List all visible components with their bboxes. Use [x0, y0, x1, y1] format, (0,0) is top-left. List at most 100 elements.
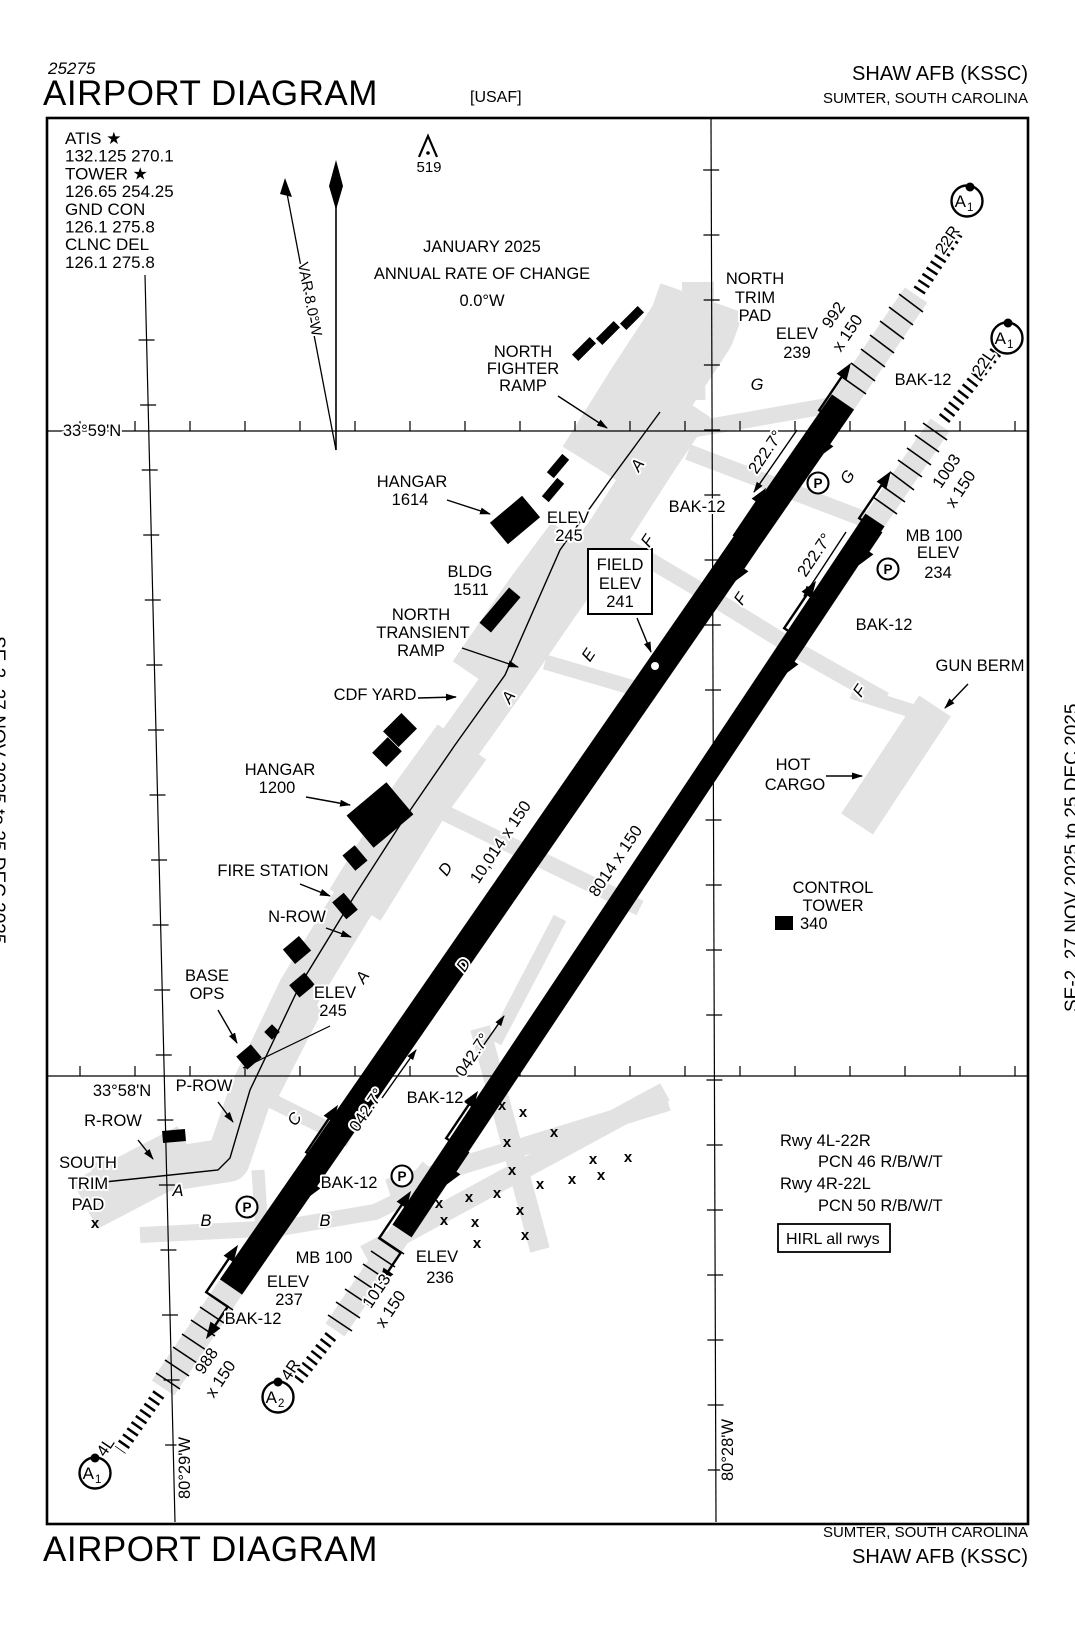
footer-title: AIRPORT DIAGRAM — [43, 1530, 378, 1569]
closed-pavement-x: x — [624, 1149, 633, 1166]
obstruction-icon — [417, 133, 439, 158]
map-label: 33°58'N — [93, 1082, 151, 1100]
building — [372, 737, 402, 767]
buildings-layer — [162, 305, 793, 1143]
airport-city: SUMTER, SOUTH CAROLINA — [822, 90, 1028, 107]
building — [619, 305, 645, 331]
parking-circle-icon — [876, 557, 900, 581]
leader-arrow — [325, 927, 352, 938]
labels-layer: NORTHFIGHTERRAMPHANGAR1614ELEV245BLDG151… — [57, 127, 1026, 1501]
map-label: BAK-12 — [321, 1174, 378, 1192]
leader-arrow — [305, 796, 351, 807]
map-label: 340 — [800, 915, 828, 933]
building — [479, 587, 521, 633]
map-label: N-ROW — [268, 908, 326, 926]
map-label: ELEV — [599, 575, 641, 593]
footer-airport-name: SHAW AFB (KSSC) — [852, 1546, 1028, 1568]
hirl-note-box — [777, 1223, 891, 1253]
chart-number: 25275 — [48, 59, 96, 78]
map-label: NORTH — [494, 343, 552, 361]
leader-arrow — [446, 499, 491, 515]
map-label: ELEV — [416, 1248, 458, 1266]
map-label: HOT — [776, 756, 811, 774]
parking-circle-icon — [235, 1195, 259, 1219]
map-label: PCN 50 R/B/W/T — [818, 1197, 943, 1215]
leader-arrow — [944, 683, 969, 709]
footer-city: SUMTER, SOUTH CAROLINA — [822, 1524, 1028, 1541]
map-label: 1200 — [259, 779, 296, 797]
map-label: HIRL all rwys — [786, 1231, 880, 1248]
closed-pavement-x: x — [493, 1185, 502, 1202]
building — [236, 1044, 262, 1070]
building — [264, 1024, 280, 1040]
building — [546, 453, 570, 479]
field-elevation-point — [651, 662, 659, 670]
parking-circle-label: P — [883, 562, 892, 577]
map-label: 245 — [555, 527, 583, 545]
map-label: P-ROW — [176, 1077, 233, 1095]
map-label: 239 — [783, 344, 811, 362]
map-label: TRIM — [68, 1175, 108, 1193]
closed-pavement-x: x — [435, 1195, 444, 1212]
closed-pavement-x: x — [91, 1215, 100, 1232]
map-label: NORTH — [392, 606, 450, 624]
map-label: 80°29'W — [176, 1437, 194, 1499]
leader-arrow — [636, 617, 652, 653]
runway-4r-22l — [392, 513, 885, 1238]
building — [289, 972, 315, 998]
building — [541, 477, 565, 503]
building — [571, 336, 597, 362]
leader-arrow — [381, 1049, 417, 1099]
map-label: TRANSIENT — [376, 624, 470, 642]
threshold-ladder-marks — [114, 229, 1002, 1454]
leader-arrow — [217, 1101, 234, 1123]
runways — [219, 394, 885, 1295]
approach-fix-dot — [90, 1453, 100, 1463]
map-label: OPS — [190, 985, 225, 1003]
building — [332, 892, 358, 920]
map-label: 241 — [606, 593, 634, 611]
map-label: 0.0°W — [459, 292, 505, 310]
map-label: BLDG — [448, 563, 493, 581]
map-label: TOWER — [802, 897, 863, 915]
map-label: B — [200, 1212, 211, 1230]
map-label: TOWER ★ — [65, 164, 148, 183]
map-label: JANUARY 2025 — [423, 238, 541, 256]
closed-pavement-x: x — [589, 1151, 598, 1168]
map-label: RAMP — [499, 377, 547, 395]
building — [595, 320, 621, 346]
closed-pavement-x: x — [473, 1235, 482, 1252]
map-label: ATIS ★ — [65, 129, 122, 148]
building — [383, 713, 417, 747]
map-label: FIGHTER — [487, 360, 559, 378]
map-label: HANGAR — [245, 761, 316, 779]
closed-pavement-x: x — [508, 1162, 517, 1179]
closed-pavement-x: x — [568, 1171, 577, 1188]
map-label: 126.1 275.8 — [65, 253, 155, 272]
variation-arrow — [284, 182, 337, 451]
map-label: 33°59'N — [63, 422, 121, 440]
north-arrow — [280, 160, 343, 451]
map-label: BAK-12 — [225, 1310, 282, 1328]
closed-pavement-x: x — [597, 1167, 606, 1184]
map-label: B — [319, 1212, 330, 1230]
map-label: 245 — [319, 1002, 347, 1020]
leader-arrow — [557, 395, 608, 429]
map-label: 234 — [924, 564, 952, 582]
leader-arrow — [461, 647, 519, 668]
building — [282, 935, 312, 965]
closed-pavement-x: x — [471, 1214, 480, 1231]
map-label: 519 — [416, 159, 441, 176]
field-elev-box — [587, 548, 653, 615]
map-label: MB 100 — [296, 1249, 353, 1267]
closed-pavement-x: x — [516, 1202, 525, 1219]
building — [346, 782, 414, 848]
building — [162, 1129, 186, 1143]
map-label: ELEV — [547, 509, 589, 527]
map-label: TRIM — [735, 289, 775, 307]
parking-circle-icon — [390, 1164, 414, 1188]
closed-pavement-x: x — [440, 1212, 449, 1229]
closed-pavement-x: x — [465, 1189, 474, 1206]
map-label: FIELD — [597, 556, 644, 574]
closed-pavement-x: x — [536, 1176, 545, 1193]
